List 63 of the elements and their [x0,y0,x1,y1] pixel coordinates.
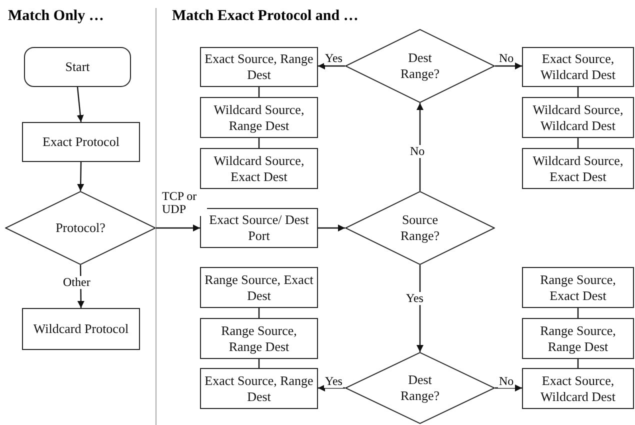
process-box [22,122,140,162]
edge-label: TCP or UDP [161,190,207,216]
node-text: Exact Source, Wildcard Dest [540,51,616,83]
node-text: Exact Protocol [42,134,120,150]
connector-line [258,138,260,148]
edge-label: No [498,52,515,66]
edge-label: Yes [405,292,424,306]
process-box [200,208,318,248]
edge-label: No [498,375,515,388]
decision-diamond [345,352,495,424]
decision-diamond [345,191,495,265]
decision-diamond [5,191,156,265]
process-box [200,97,318,138]
edge-label: Other [62,276,92,290]
process-box [200,318,318,359]
node-text: Exact Source, Wildcard Dest [540,372,616,404]
process-box [522,47,634,87]
arrow [156,224,200,232]
node-text: Wildcard Source, Wildcard Dest [532,102,624,134]
node-text: Range Source, Range Dest [220,322,298,354]
connector-line [577,308,579,318]
node-text: Wildcard Protocol [33,321,129,337]
arrow [495,384,522,392]
arrow [77,162,84,192]
arrow [76,86,84,122]
node-text: Start [65,59,90,75]
connector-line [577,87,579,97]
edge-label: Yes [324,52,344,66]
process-box [522,368,634,409]
arrow [318,384,345,392]
process-box [522,97,634,138]
connector-line [258,308,260,318]
node-text: Source Range? [400,212,440,244]
node-text: Wildcard Source, Exact Dest [532,152,624,184]
arrow [416,103,424,191]
decision-diamond [345,29,495,103]
process-box [22,308,140,350]
process-box [522,148,634,189]
section-heading: Match Exact Protocol and … [172,8,358,25]
arrow [318,224,345,232]
process-box [200,148,318,189]
node-text: Wildcard Source, Range Dest [212,102,306,134]
node-text: Exact Source, Range Dest [204,372,314,404]
arrow [416,265,424,352]
node-text: Dest Range? [400,372,440,404]
node-text: Wildcard Source, Exact Dest [212,152,306,184]
edge-label: No [409,145,426,158]
node-text: Dest Range? [400,50,440,82]
process-box [522,318,634,359]
node-text: Exact Source, Range Dest [204,51,314,83]
process-box [522,267,634,308]
node-text: Exact Source/ Dest Port [208,212,310,244]
node-text: Range Source, Exact Dest [539,272,617,304]
connector-line [258,87,260,97]
connector-line [577,138,579,148]
node-text: Range Source, Range Dest [539,322,617,354]
node-text: Protocol? [56,220,106,236]
edge-label: Yes [324,375,344,388]
arrow [495,62,522,70]
arrow [318,62,345,70]
section-heading: Match Only … [8,8,104,25]
start-terminal [24,47,131,87]
node-text: Range Source, Exact Dest [204,272,314,304]
